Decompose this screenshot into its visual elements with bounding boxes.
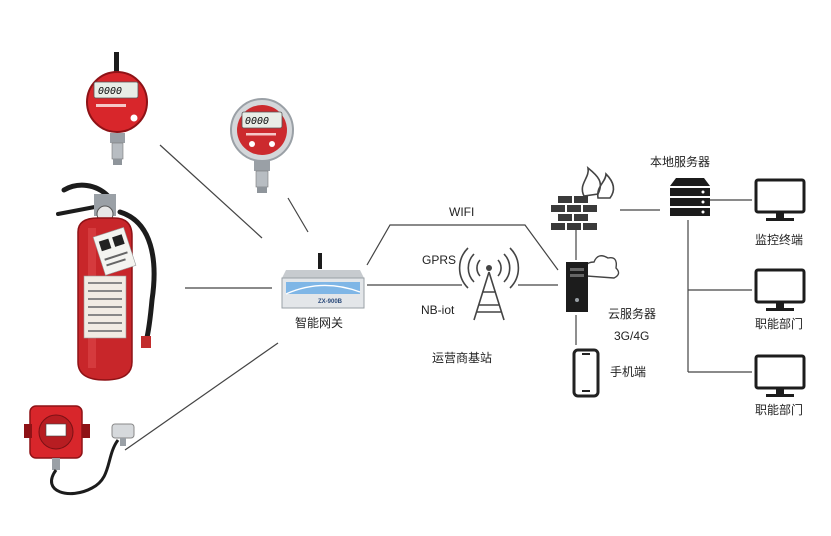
local-server-label: 本地服务器 xyxy=(650,154,710,169)
dept-2-label: 职能部门 xyxy=(755,402,803,417)
network-3g4g-label: 3G/4G xyxy=(614,329,649,343)
gas-detector xyxy=(24,405,135,496)
gauge1-reading: 0000 xyxy=(98,86,122,97)
gateway-model-label: ZX-900B xyxy=(318,299,343,305)
mobile-phone-icon xyxy=(572,348,600,398)
base-station-label: 运营商基站 xyxy=(432,350,492,365)
line-detector-gateway xyxy=(124,342,279,451)
smart-gateway: ZX-900B xyxy=(281,253,365,309)
gauge2-reading: 0000 xyxy=(245,116,269,127)
monitor-icon-dept-1 xyxy=(754,268,806,311)
fire-extinguisher xyxy=(56,182,157,381)
cloud-server-icon xyxy=(566,255,620,312)
monitor-icon-terminal xyxy=(754,178,806,221)
monitor-terminal-label: 监控终端 xyxy=(755,232,803,247)
pressure-gauge-red: 0000 xyxy=(86,52,148,165)
cloud-server-label: 云服务器 xyxy=(608,306,656,321)
monitor-icon-dept-2 xyxy=(754,354,806,397)
gateway-label: 智能网关 xyxy=(295,315,343,330)
line-gauge1-gateway xyxy=(159,144,263,239)
gprs-label: GPRS xyxy=(422,253,456,267)
pressure-gauge-silver: 0000 xyxy=(230,98,294,193)
line-wifi xyxy=(366,224,559,271)
wifi-label: WIFI xyxy=(449,205,474,219)
line-gauge2-gateway xyxy=(287,197,309,233)
cell-tower-icon xyxy=(458,247,520,321)
mobile-label: 手机端 xyxy=(610,365,646,379)
firewall-icon xyxy=(551,166,615,230)
local-server-icon xyxy=(670,178,710,216)
dept-1-label: 职能部门 xyxy=(755,316,803,331)
nbiot-label: NB-iot xyxy=(421,303,455,317)
connection-lines xyxy=(124,144,752,451)
